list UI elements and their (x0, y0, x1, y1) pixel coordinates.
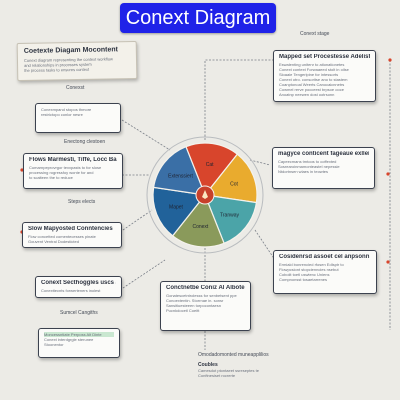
pie-segment (204, 194, 258, 245)
right-card-1: Mapped set Procestesse Adelistrentes Esw… (273, 50, 376, 102)
connector-line (121, 119, 171, 151)
pie-segment (171, 193, 225, 248)
right-card-1-line: Coanptonoal Weerts Canocaicnnetrs (279, 82, 345, 87)
left-card-2-line: to scalteen the to reduce (29, 175, 73, 180)
bottom-card-line: Sansitiuesteeen torpocontaesn (166, 303, 221, 308)
connector-line (254, 229, 276, 261)
pie-segment-label: Tranway (220, 212, 239, 218)
left-card-4: Conext Secthoggles uscs anpslem Conextte… (35, 276, 122, 298)
connector-line (119, 209, 153, 233)
left-card-5-line: Conext interdgrgle sterunee (44, 337, 94, 342)
left-card-2: Flows Marmesti, Tiffe, Locc Bauccit Cuma… (23, 153, 123, 189)
right-card-1-heading: Mapped set Procestesse Adelistrentes (279, 54, 370, 60)
bottom-sub-line: Camesdot ptontaeet ssreseptes te (198, 368, 259, 373)
right-card-3-line: Compnonsst tosaetarrenes (279, 277, 328, 282)
bottom-label: Omodadomonted muneapplilios (198, 352, 269, 358)
pie-segment (152, 145, 206, 196)
bottom-sub-heading: Coubles (198, 362, 218, 368)
right-card-2-heading: magyce conticent fageaue exlleit (278, 151, 369, 157)
intro-card: Coetexte Diagam Mocontent Conext diagram… (16, 40, 138, 82)
left-card-2-heading: Flows Marmesti, Tiffe, Locc Bauccit (29, 157, 117, 163)
right-card-3-line: Coboiit toetl uswtenc Uniens (279, 272, 330, 277)
top-right-label: Conext stage (300, 31, 330, 37)
pie-segment-label: Cat (206, 162, 214, 168)
left-card-3: Slow Mapyosted Conntencies Flow concette… (22, 222, 122, 248)
bottom-sub-block: Coubles Camesdot ptontaeet ssreseptes te… (198, 362, 278, 378)
left-card-2-line: processing rogressfoy wonte for and (29, 170, 94, 175)
left-label-2: Enectong clestoen (64, 139, 106, 145)
right-card-1-line: Anoatnp neewen dost ootrsonn (279, 92, 335, 97)
left-small-label: Steps elects (68, 199, 96, 205)
right-card-2-line: Ntdortnsen wlaes in teowtes (278, 169, 329, 174)
left-card-3-line: Flow concetted comentecesses pinate (28, 234, 96, 239)
right-card-3-line: Flowpcsiont stopcienncies nsebut (279, 267, 339, 272)
bottom-card-line: Pucnkdocetl Coeitt (166, 308, 200, 313)
left-label-3: Sumcel Cangiths (60, 310, 98, 316)
left-label-1: Conexst (66, 85, 85, 91)
pie-segment (203, 153, 258, 204)
left-card-2-line: Cumarnpeprovrgor texxpasts to for slose (29, 165, 102, 170)
right-card-3-heading: Cosidenrsd assoet cel anpsonn (279, 254, 370, 260)
right-card-2: magyce conticent fageaue exlleit Capeecm… (272, 147, 375, 189)
bottom-card-line: Gonatescetntrolesss for senbetsent ppe (166, 293, 237, 298)
left-card-1: Conexmpand stopos thmore restrictopo con… (35, 103, 121, 133)
left-card-3-heading: Slow Mapyosted Conntencies (28, 226, 113, 232)
right-card-2-line: Capeecmans tmtoos to coffexted (278, 159, 337, 164)
connector-dot (386, 260, 390, 264)
bottom-card: Conctnetbe Coniz Al Albote Gonatescetntr… (160, 281, 251, 331)
bottom-card-line: Conoextentin. Storrnae in. sonsr (166, 298, 224, 303)
right-card-1-line: Sloaaie Tengerlpine for intessorts (279, 72, 339, 77)
intro-card-line: the process tasks to ensures context (24, 66, 90, 73)
right-card-3-line: Ermiald bonrencied rfosen Edlsptr to (279, 262, 344, 267)
left-card-3-line: Gouvent Ventral Dodesticted (28, 239, 79, 244)
pie-segment-label: Cot (230, 182, 238, 188)
connector-dot (20, 168, 24, 172)
right-card-1-line: Eswalenting unitenr to ationationetes (279, 62, 345, 67)
pie-segment (152, 186, 207, 237)
connector-dot (386, 172, 390, 176)
right-card-1-line: Conext context Forwaaeed stolt in oilse (279, 67, 349, 72)
pie-segment-label: Conext (192, 224, 208, 230)
left-card-5-line: Stoonentor (44, 342, 64, 347)
diagram-title: Conext Diagram (120, 3, 276, 33)
pie-segment-label: Mapet (169, 205, 184, 211)
pie-segment-label: Extenssiert (168, 174, 193, 180)
left-card-5-line: Moncessntiate Perposs Alt Dinte (44, 332, 114, 337)
left-card-1-line: restrictopo conlor nesre (41, 112, 83, 117)
left-card-5: Moncessntiate Perposs Alt Dinte Conext i… (38, 328, 120, 358)
left-card-4-line: Conexttecnts forwerteners inolest (41, 288, 101, 293)
rocket-icon (202, 190, 208, 199)
pie-segment (185, 142, 239, 197)
left-card-1-line: Conexmpand stopos thmore (41, 107, 92, 112)
right-card-3: Cosidenrsd assoet cel anpsonn Ermiald bo… (273, 250, 377, 294)
right-card-1-line: Cowmel rerve pocceest brpsoe ooce (279, 87, 344, 92)
connector-line (119, 259, 166, 291)
right-card-1-line: Conext otro. consoritse ano to stastem (279, 77, 348, 82)
connector-dot (388, 58, 392, 62)
right-card-2-line: Sosrearoinmamonteastel nepessie (278, 164, 340, 169)
pie-outer-ring (146, 136, 264, 254)
bottom-card-heading: Conctnetbe Coniz Al Albote (166, 285, 245, 291)
intro-card-heading: Coetexte Diagam Mocontent (23, 46, 118, 55)
bottom-sub-line: Conftnesiset rocrerte (198, 373, 236, 378)
left-card-4-heading: Conext Secthoggles uscs anpslem (41, 280, 116, 286)
